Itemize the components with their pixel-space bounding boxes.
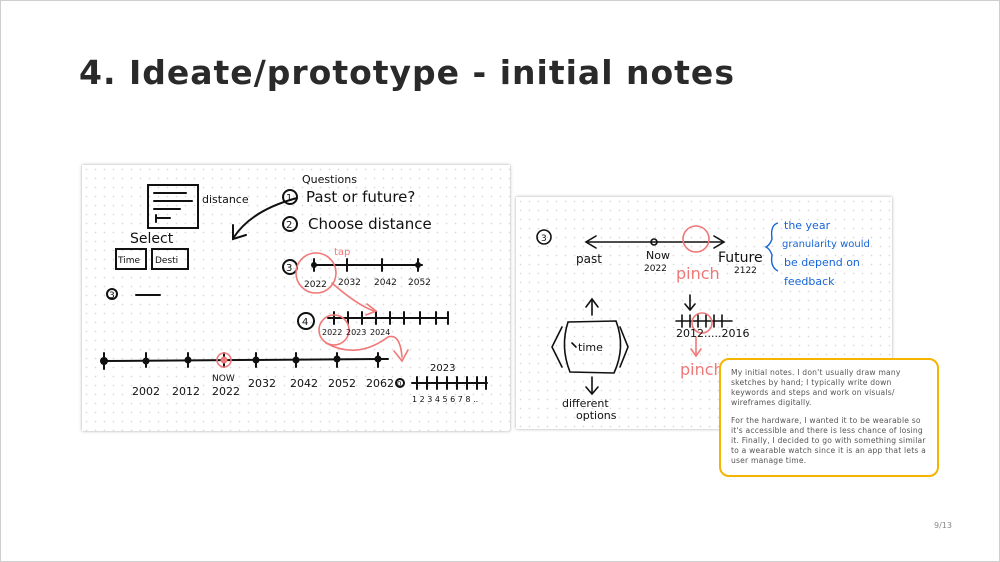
q3-year-3: 2042 — [374, 278, 397, 288]
dest-box — [151, 248, 189, 270]
time-box-label: Time — [117, 256, 140, 266]
select-label: Select — [130, 231, 174, 247]
past-label: past — [576, 252, 602, 266]
q4-year-1: 2022 — [322, 328, 342, 337]
q3-year-1: 2022 — [304, 280, 327, 290]
screen-sketch — [147, 184, 199, 229]
timeline-year-6: 2052 — [328, 377, 356, 390]
blue-note-line-4: feedback — [784, 275, 835, 288]
distance-label: distance — [202, 193, 249, 206]
q4-year-2: 2023 — [346, 328, 366, 337]
watch-sketch — [563, 320, 622, 374]
item3-label: 3 — [109, 291, 115, 301]
timeline-year-7: 2062 — [366, 377, 394, 390]
now-label: NOW — [212, 374, 235, 384]
right-step-number: 3 — [541, 234, 547, 244]
q1-text: Past or future? — [306, 188, 415, 206]
q3-number: 3 — [286, 263, 292, 274]
timeline-year-4: 2032 — [248, 377, 276, 390]
counter-digits: 1 2 3 4 5 6 7 8 .. — [412, 395, 478, 404]
blue-note-line-3: be depend on — [784, 256, 860, 269]
timeline-year-5: 2042 — [290, 377, 318, 390]
timeline-year-2: 2012 — [172, 385, 200, 398]
dest-box-label: Desti — [155, 256, 178, 266]
q4-number: 4 — [302, 317, 308, 328]
zero-label: 0 — [397, 380, 401, 388]
sketch-right-drawing: 3 past Now 2022 Future 2122 2012.....201… — [536, 219, 870, 422]
future-year: 2122 — [734, 266, 757, 276]
blue-note-line-2: granularity would — [782, 239, 870, 250]
year-2023-label: 2023 — [430, 363, 455, 374]
note-box: My initial notes. I don't usually draw m… — [719, 358, 939, 477]
now-year: 2022 — [644, 264, 667, 274]
timeline-year-3: 2022 — [212, 385, 240, 398]
blue-note-line-1: the year — [784, 219, 831, 232]
now-label-right: Now — [646, 249, 670, 262]
q2-number: 2 — [286, 220, 292, 231]
tap-label: tap — [334, 247, 350, 258]
sketch-right: 3 past Now 2022 Future 2122 2012.....201… — [516, 197, 892, 429]
note-paragraph-1: My initial notes. I don't usually draw m… — [731, 368, 901, 407]
pinch-label-1: pinch — [676, 264, 720, 283]
slide-title: 4. Ideate/prototype - initial notes — [79, 53, 735, 92]
timeline-year-1: 2002 — [132, 385, 160, 398]
questions-label: Questions — [302, 173, 357, 186]
page-number: 9/13 — [934, 521, 952, 530]
options-label-2: options — [576, 409, 617, 422]
options-label-1: different — [562, 397, 609, 410]
note-paragraph-2: For the hardware, I wanted it to be wear… — [731, 416, 927, 465]
pinch-label-2: pinch — [680, 360, 724, 379]
sketch-left: Questions 1 Past or future? 2 Choose dis… — [82, 165, 510, 431]
time-box — [115, 248, 147, 270]
q4-year-3: 2024 — [370, 328, 390, 337]
q2-text: Choose distance — [308, 215, 432, 233]
q1-number: 1 — [286, 193, 292, 204]
future-label: Future — [718, 250, 763, 266]
range-label: 2012.....2016 — [676, 327, 749, 340]
q3-year-4: 2052 — [408, 278, 431, 288]
sketch-left-drawing: Questions 1 Past or future? 2 Choose dis… — [100, 173, 488, 404]
q3-year-2: 2032 — [338, 278, 361, 288]
time-label: time — [578, 341, 603, 354]
